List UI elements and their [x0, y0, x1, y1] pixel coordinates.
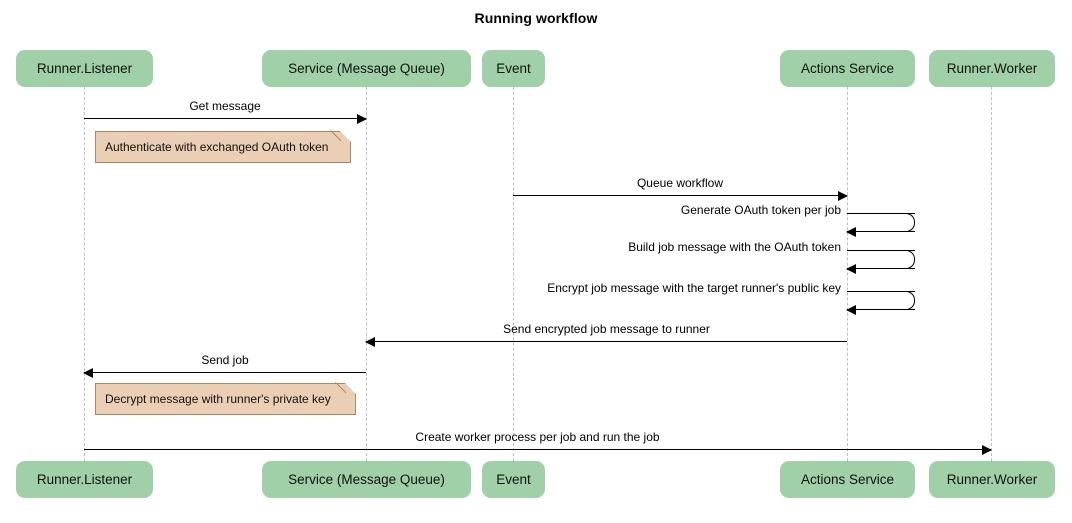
participant-listener-top[interactable]: Runner.Listener — [16, 50, 153, 87]
note-n2[interactable]: Decrypt message with runner's private ke… — [95, 372, 357, 415]
lifeline-worker — [991, 87, 992, 461]
participant-queue-top[interactable]: Service (Message Queue) — [262, 50, 471, 87]
arrow-head-icon — [846, 263, 856, 274]
self-message-m4[interactable]: Build job message with the OAuth token — [628, 240, 915, 274]
self-loop-top-segment — [847, 250, 915, 251]
participant-label: Runner.Listener — [36, 472, 133, 487]
self-message-label: Encrypt job message with the target runn… — [547, 281, 841, 295]
message-line — [513, 195, 847, 196]
self-loop-bottom-segment — [847, 309, 915, 310]
self-message-m3[interactable]: Generate OAuth token per job — [681, 203, 915, 237]
self-message-label: Generate OAuth token per job — [680, 203, 841, 217]
participant-label: Service (Message Queue) — [288, 472, 445, 487]
participant-label: Event — [496, 61, 531, 76]
arrow-head-icon — [838, 190, 848, 201]
lifeline-actions — [847, 87, 848, 461]
note-n1[interactable]: Authenticate with exchanged OAuth token — [95, 120, 352, 163]
lifeline-queue — [366, 87, 367, 461]
lifeline-listener — [84, 87, 85, 461]
note-text: Authenticate with exchanged OAuth token — [105, 140, 329, 154]
lifeline-event — [513, 87, 514, 461]
message-line — [366, 341, 847, 342]
participant-label: Actions Service — [800, 61, 895, 76]
participant-label: Runner.Worker — [946, 472, 1038, 487]
self-loop-bottom-segment — [847, 231, 915, 232]
arrow-head-icon — [83, 367, 93, 378]
participant-worker-top[interactable]: Runner.Worker — [929, 50, 1055, 87]
message-label: Queue workflow — [636, 176, 724, 190]
participant-queue-bottom[interactable]: Service (Message Queue) — [262, 461, 471, 498]
note-text: Decrypt message with runner's private ke… — [105, 392, 331, 406]
message-label: Send encrypted job message to runner — [503, 322, 710, 336]
self-message-m5[interactable]: Encrypt job message with the target runn… — [547, 281, 915, 315]
message-line — [84, 449, 991, 450]
self-loop-curve — [899, 213, 915, 232]
arrow-head-icon — [846, 304, 856, 315]
arrow-head-icon — [846, 226, 856, 237]
participant-label: Actions Service — [800, 472, 895, 487]
participant-event-bottom[interactable]: Event — [482, 461, 545, 498]
arrow-head-icon — [982, 444, 992, 455]
self-loop-curve — [899, 250, 915, 269]
message-label: Get message — [189, 99, 261, 113]
arrow-head-icon — [357, 113, 367, 124]
message-label: Create worker process per job and run th… — [415, 430, 660, 444]
self-loop-top-segment — [847, 291, 915, 292]
self-loop-top-segment — [847, 213, 915, 214]
message-line — [84, 118, 366, 119]
participant-label: Runner.Worker — [946, 61, 1038, 76]
self-loop-bottom-segment — [847, 268, 915, 269]
self-message-label: Build job message with the OAuth token — [628, 240, 841, 254]
participant-label: Runner.Listener — [36, 61, 133, 76]
participant-label: Service (Message Queue) — [288, 61, 445, 76]
page-title: Running workflow — [474, 10, 598, 26]
participant-listener-bottom[interactable]: Runner.Listener — [16, 461, 153, 498]
participant-actions-bottom[interactable]: Actions Service — [780, 461, 915, 498]
message-line — [84, 372, 366, 373]
self-loop-curve — [899, 291, 915, 310]
message-label: Send job — [201, 353, 249, 367]
participant-label: Event — [496, 472, 531, 487]
participant-actions-top[interactable]: Actions Service — [780, 50, 915, 87]
arrow-head-icon — [365, 336, 375, 347]
participant-event-top[interactable]: Event — [482, 50, 545, 87]
note-fold-corner-icon — [345, 383, 356, 394]
note-fold-corner-icon — [340, 131, 351, 142]
participant-worker-bottom[interactable]: Runner.Worker — [929, 461, 1055, 498]
